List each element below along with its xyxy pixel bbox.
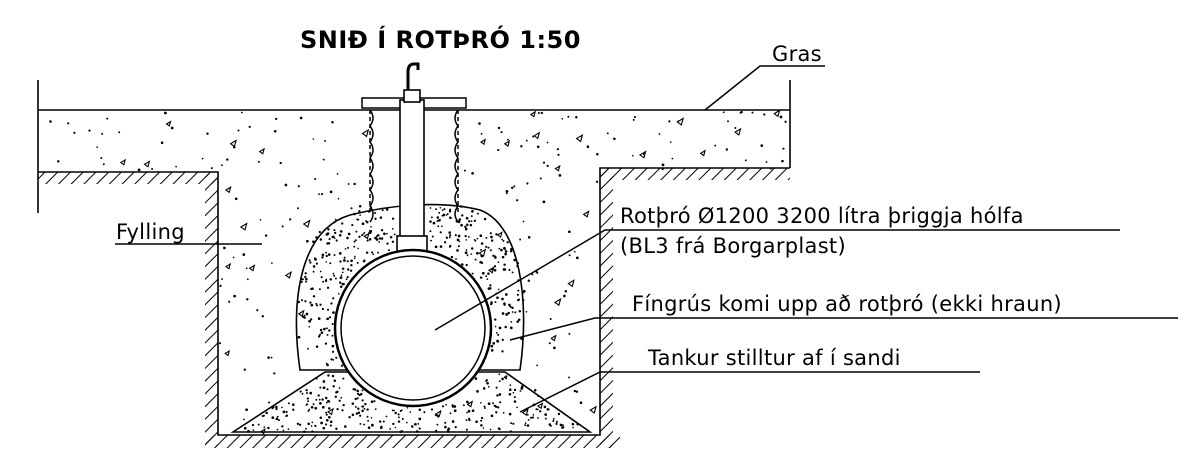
leader-lines (115, 65, 1178, 413)
sand-speckles (247, 373, 579, 434)
excavation-hatching (38, 168, 790, 448)
sand-bed (230, 371, 593, 433)
vent-pipe (396, 62, 428, 259)
drawing-title: SNIÐ Í ROTÞRÓ 1:50 (300, 26, 581, 54)
label-sand: Tankur stilltur af í sandi (648, 346, 901, 370)
fill-speckles (49, 109, 787, 435)
excavation-outline (38, 167, 790, 436)
label-gras: Gras (772, 42, 822, 66)
label-tank-supplier: (BL3 frá Borgarplast) (620, 234, 846, 258)
gravel-speckles (300, 204, 526, 367)
tank-body (333, 248, 493, 408)
label-fylling: Fylling (116, 220, 185, 244)
label-tank-description: Rotþró Ø1200 3200 lítra þriggja hólfa (620, 204, 1024, 228)
label-gravel: Fíngrús komi upp að rotþró (ekki hraun) (632, 292, 1062, 316)
